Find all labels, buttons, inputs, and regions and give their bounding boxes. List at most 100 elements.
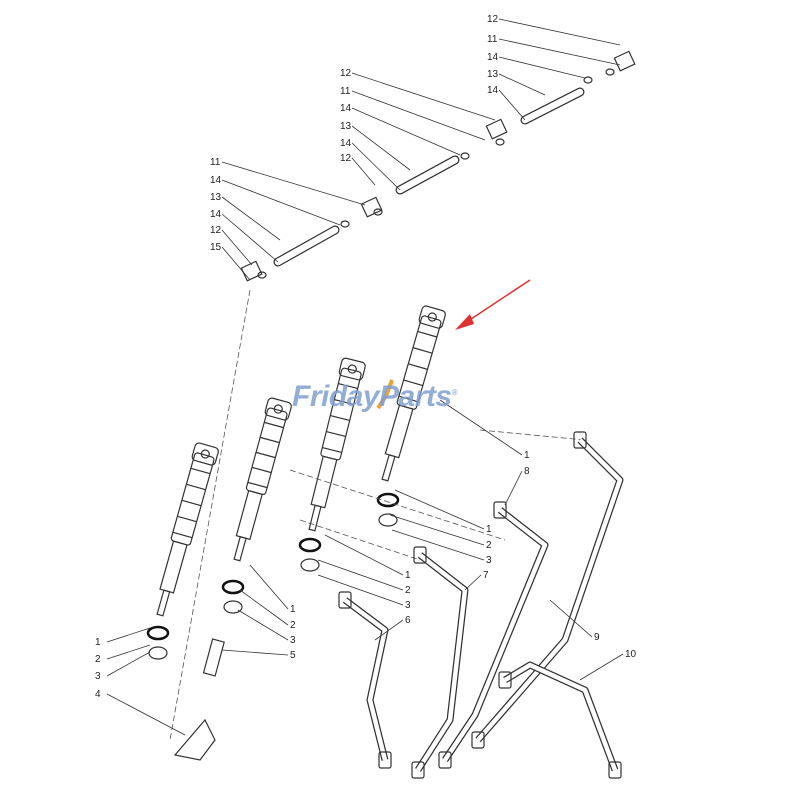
callout-label: 12 <box>340 153 352 164</box>
leader-line <box>351 142 401 191</box>
callout-label: 2 <box>405 585 411 596</box>
callout-label: 14 <box>210 175 222 186</box>
fuel-pipe-inner <box>503 662 618 771</box>
leader-line <box>317 559 404 591</box>
callout-label: 12 <box>210 225 222 236</box>
callout-label: 8 <box>524 466 530 477</box>
callout-label: 1 <box>405 570 411 581</box>
callout-label: 6 <box>405 615 411 626</box>
callout-label: 13 <box>487 69 499 80</box>
fuel-pipe-inner <box>476 438 623 742</box>
leader-line <box>249 564 289 610</box>
callout-label: 1 <box>524 450 530 461</box>
callout-label: 5 <box>290 650 296 661</box>
watermark-text: FridayParts <box>292 380 452 413</box>
leader-line <box>106 651 151 677</box>
pipe-nut <box>413 546 427 564</box>
callout-label: 4 <box>95 689 101 700</box>
watermark-registered: ® <box>451 388 458 397</box>
fuel-pipe-inner <box>343 598 388 761</box>
callout-label: 3 <box>405 600 411 611</box>
pipe-nut <box>338 591 352 609</box>
copper-washer <box>378 513 398 527</box>
leader-line <box>389 514 485 546</box>
leader-line <box>221 649 289 656</box>
leader-line <box>351 157 376 186</box>
pointer-arrowhead <box>455 314 474 330</box>
callout-label: 10 <box>625 649 637 660</box>
callout-label: 13 <box>210 192 222 203</box>
callout-label: 3 <box>95 671 101 682</box>
leader-line <box>498 89 526 121</box>
o-ring <box>298 537 322 553</box>
leader-line <box>351 125 411 171</box>
leader-line <box>106 627 151 643</box>
leader-line <box>221 246 251 281</box>
pipe-nut <box>411 761 425 779</box>
fuel-injector <box>308 357 366 532</box>
leader-line <box>464 574 482 591</box>
copper-washer <box>148 646 168 660</box>
callout-label: 15 <box>210 242 222 253</box>
leader-line <box>239 589 289 626</box>
callout-label: 14 <box>340 103 352 114</box>
leader-line <box>391 529 485 561</box>
fuel-pipe-inner <box>443 508 548 762</box>
washer <box>373 208 383 216</box>
pipe-nut <box>573 431 587 449</box>
callout-label: 1 <box>486 524 492 535</box>
leader-line <box>324 534 404 576</box>
callout-label: 12 <box>487 14 499 25</box>
callout-label: 12 <box>340 68 352 79</box>
callout-label: 3 <box>290 635 296 646</box>
leader-line <box>221 179 341 226</box>
leader-line <box>439 399 523 456</box>
pipe-nut <box>493 501 507 519</box>
callout-label: 1 <box>95 637 101 648</box>
banjo-connector <box>485 118 508 140</box>
fuel-injector <box>233 397 292 562</box>
leader-line <box>549 599 593 638</box>
callout-label: 7 <box>483 570 489 581</box>
callout-label: 9 <box>594 632 600 643</box>
banjo-connector <box>360 196 383 218</box>
leader-line <box>498 73 546 96</box>
o-ring <box>146 625 170 641</box>
center-line <box>169 289 251 741</box>
callout-label: 2 <box>290 620 296 631</box>
leader-line <box>221 161 366 206</box>
callout-label: 11 <box>487 34 498 45</box>
leader-line <box>498 38 621 66</box>
clamp <box>173 718 216 761</box>
callout-label: 2 <box>486 540 492 551</box>
pipe-nut <box>608 761 622 779</box>
washer <box>495 138 505 146</box>
leader-line <box>106 693 186 736</box>
fuel-pipe-inner <box>416 553 468 772</box>
pointer-arrow <box>461 279 531 326</box>
leader-line <box>221 196 281 241</box>
watermark-logo: FridayParts® <box>292 380 458 414</box>
washer <box>583 76 593 84</box>
pipe-nut <box>438 751 452 769</box>
copper-washer <box>300 558 320 572</box>
center-line <box>479 429 586 441</box>
leader-line <box>237 609 289 641</box>
o-ring <box>221 579 245 595</box>
callout-label: 2 <box>95 654 101 665</box>
leak-off-pipe-inner <box>274 226 339 266</box>
callout-label: 14 <box>487 85 499 96</box>
washer <box>257 271 267 279</box>
leader-line <box>394 489 485 530</box>
callout-label: 1 <box>290 604 296 615</box>
callout-label: 11 <box>210 157 221 168</box>
leader-line <box>106 644 151 660</box>
banjo-connector <box>613 50 636 72</box>
washer <box>340 220 350 228</box>
leader-line <box>351 107 461 156</box>
bolt <box>202 638 225 677</box>
leader-line <box>351 72 496 121</box>
pipe-nut <box>498 671 512 689</box>
watermark-check-icon <box>376 379 394 410</box>
